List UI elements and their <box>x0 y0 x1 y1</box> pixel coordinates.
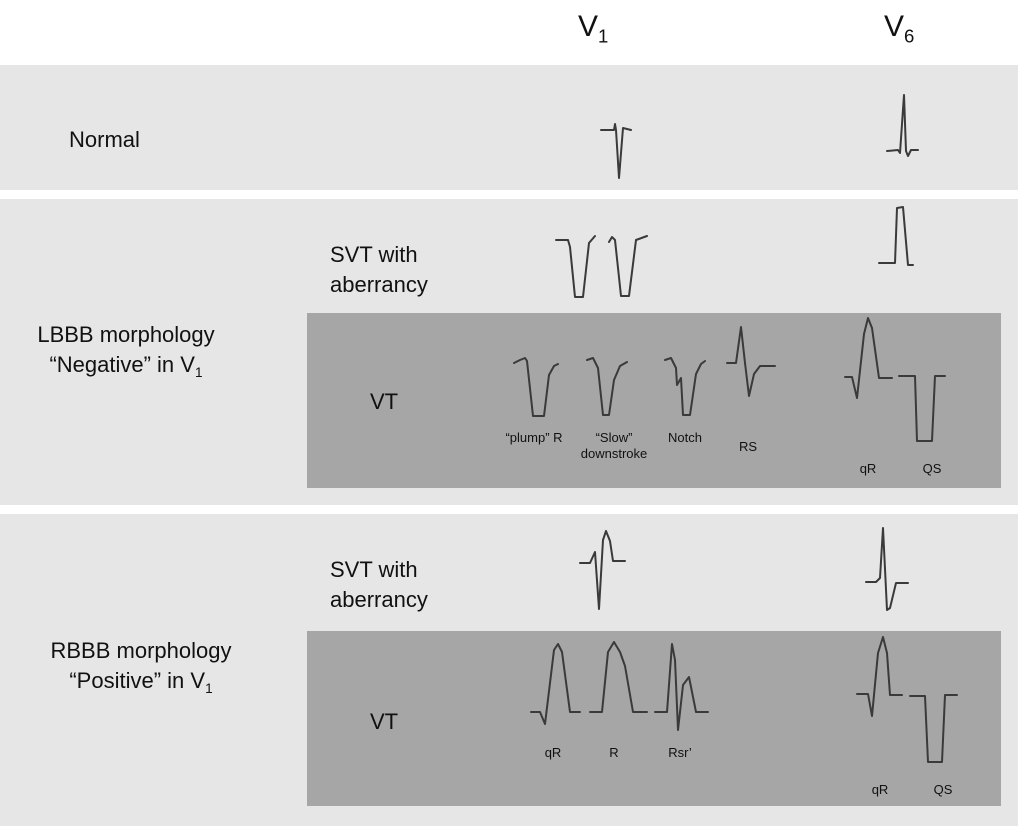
rbbb-vt-qr-complex <box>530 643 581 725</box>
lbbb-svt-v6-complex <box>878 206 914 266</box>
rbbb-svt-v1-complex <box>579 530 626 610</box>
lbbb-svt-v1-complex-1 <box>555 235 596 298</box>
lbbb-vt-rs-complex <box>726 326 776 397</box>
lbbb-caption-rs: RS <box>738 439 758 454</box>
normal-panel <box>0 65 1018 190</box>
lbbb-vt-v6-qs-complex <box>898 375 946 442</box>
rbbb-label-line2: “Positive” in V1 <box>21 666 261 696</box>
rbbb-caption-rsr: Rsr’ <box>668 745 692 760</box>
rbbb-vt-box <box>307 631 1001 806</box>
rbbb-vt-v6-qr-complex <box>856 636 903 717</box>
lbbb-svt-line2: aberrancy <box>330 272 428 297</box>
rbbb-caption-v6-qs: QS <box>933 782 953 797</box>
lbbb-caption-slow: “Slow” <box>595 430 633 445</box>
lbbb-caption-v6-qs: QS <box>922 461 942 476</box>
rbbb-label-line1: RBBB morphology <box>50 638 232 663</box>
lbbb-vt-box <box>307 313 1001 488</box>
rbbb-caption-qr: qR <box>544 745 562 760</box>
rbbb-morphology-label: RBBB morphology “Positive” in V1 <box>21 636 261 696</box>
rbbb-svt-v6-complex <box>865 527 909 611</box>
lbbb-label-line1: LBBB morphology <box>37 322 215 347</box>
lbbb-vt-label: VT <box>370 389 399 414</box>
lbbb-vt-plump-r-complex <box>513 357 559 417</box>
v1-header-subscript: 1 <box>598 25 609 47</box>
v6-header-letter: V <box>884 10 905 43</box>
normal-v6-complex <box>886 94 919 157</box>
rbbb-svt-label: SVT with aberrancy <box>330 555 428 615</box>
lbbb-morphology-label: LBBB morphology “Negative” in V1 <box>6 320 246 380</box>
v6-header-subscript: 6 <box>904 25 915 47</box>
lbbb-svt-line1: SVT with <box>330 242 418 267</box>
rbbb-svt-line2: aberrancy <box>330 587 428 612</box>
rbbb-svt-line1: SVT with <box>330 557 418 582</box>
lbbb-caption-v6-qr: qR <box>859 461 877 476</box>
lbbb-label-subscript: 1 <box>194 364 203 380</box>
lbbb-vt-v6-qr-complex <box>844 317 893 399</box>
v1-header-letter: V <box>578 10 599 43</box>
rbbb-label-subscript: 1 <box>205 680 213 696</box>
lbbb-caption-plump-r: “plump” R <box>505 430 563 445</box>
lbbb-svt-v1-complex-2 <box>608 235 648 297</box>
v1-column-header: V1 <box>578 10 609 47</box>
lbbb-caption-slow-downstroke: “Slow” downstroke <box>581 430 647 462</box>
v6-column-header: V6 <box>884 10 915 47</box>
rbbb-vt-rsr-complex <box>654 643 709 731</box>
lbbb-label-line2: “Negative” in V1 <box>6 350 246 380</box>
lbbb-svt-label: SVT with aberrancy <box>330 240 428 300</box>
rbbb-caption-r: R <box>609 745 619 760</box>
rbbb-vt-label: VT <box>370 709 399 734</box>
lbbb-caption-downstroke: downstroke <box>580 446 648 461</box>
lbbb-label-line2-text: “Negative” in V <box>49 352 195 377</box>
rbbb-vt-v6-qs-complex <box>909 694 958 763</box>
rbbb-label-line2-text: “Positive” in V <box>69 668 206 693</box>
lbbb-vt-slow-downstroke-complex <box>586 357 628 416</box>
lbbb-vt-notch-complex <box>664 357 706 416</box>
lbbb-caption-notch: Notch <box>668 430 702 445</box>
rbbb-caption-v6-qr: qR <box>871 782 889 797</box>
normal-label: Normal <box>69 127 140 152</box>
normal-v1-complex <box>600 123 632 179</box>
rbbb-vt-r-complex <box>589 641 648 713</box>
